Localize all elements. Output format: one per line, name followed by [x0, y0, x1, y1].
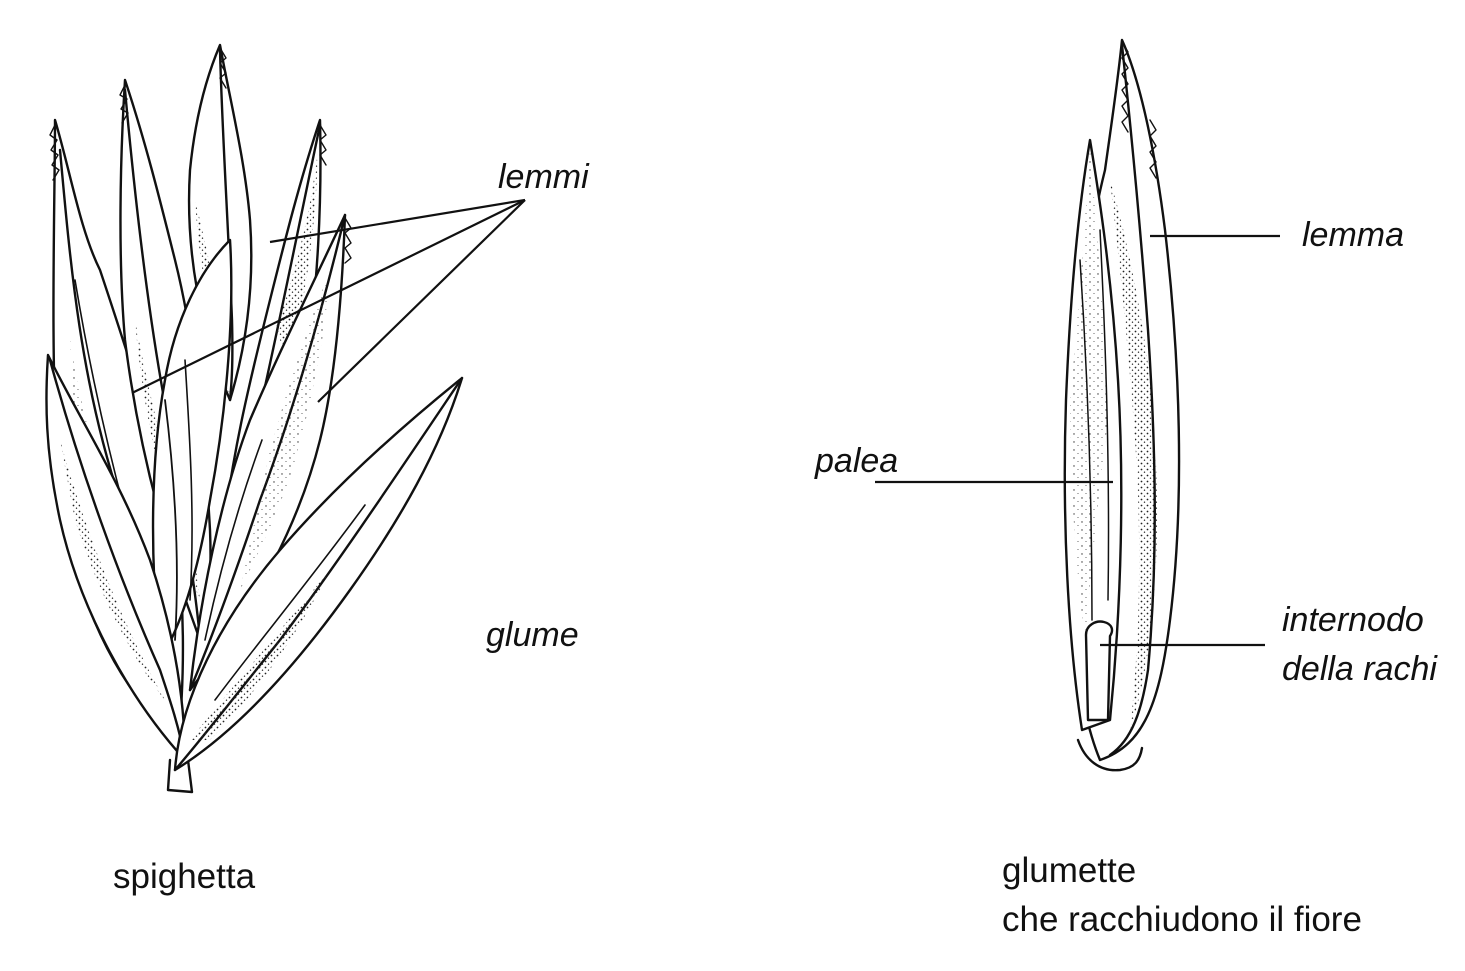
caption-glumette-line2: che racchiudono il fiore [1002, 895, 1362, 944]
caption-glumette-line1: glumette [1002, 846, 1362, 895]
label-internodo-line2: della rachi [1282, 645, 1437, 694]
spikelet-drawing [46, 45, 462, 792]
label-internodo-line1: internodo [1282, 596, 1437, 645]
caption-glumette: glumette che racchiudono il fiore [1002, 846, 1362, 944]
label-lemma: lemma [1302, 218, 1404, 252]
rachis-internode-shape [1086, 622, 1112, 720]
caption-spighetta-text: spighetta [113, 852, 255, 901]
label-internodo: internodo della rachi [1282, 596, 1437, 695]
floret-drawing [1065, 40, 1179, 770]
label-glume: glume [486, 618, 579, 652]
label-palea: palea [815, 444, 898, 478]
caption-spighetta: spighetta [113, 852, 255, 901]
label-lemmi: lemmi [498, 160, 589, 194]
